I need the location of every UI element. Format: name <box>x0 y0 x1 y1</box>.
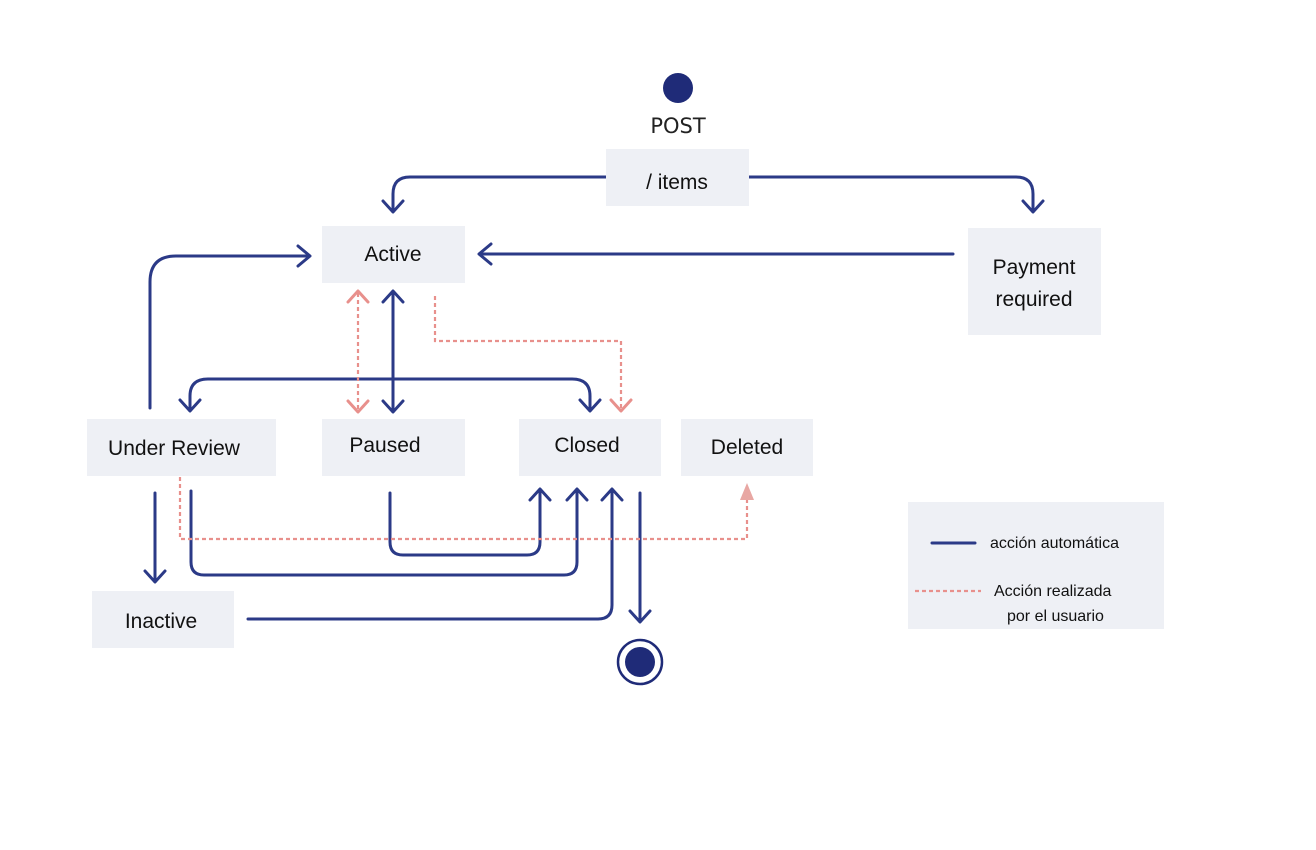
node-inactive: Inactive <box>92 591 234 648</box>
node-paused: Paused <box>322 419 465 476</box>
node-closed: Closed <box>519 419 661 476</box>
arrow-items-to-payment <box>747 175 1035 212</box>
node-deleted: Deleted <box>681 419 813 476</box>
arrowhead-items-to-active <box>381 199 405 214</box>
arrow-review-to-active <box>148 254 310 410</box>
dashed-arrowhead-deleted <box>740 483 754 500</box>
svg-text:Closed: Closed <box>554 434 619 457</box>
arrowhead-closed-to-end <box>628 609 652 624</box>
legend-automatic-label: acción automática <box>990 535 1119 552</box>
node-items: / items <box>606 149 749 206</box>
arrowhead-items-to-payment <box>1021 199 1045 214</box>
dashed-active-to-closed <box>433 296 623 408</box>
dashed-review-to-deleted <box>178 477 749 541</box>
dashed-arrowhead-down <box>346 399 370 414</box>
legend-user-label-line1: Acción realizada <box>994 583 1112 600</box>
dashed-arrowhead-closed <box>609 398 633 413</box>
svg-text:Deleted: Deleted <box>711 436 783 459</box>
arrow-review-to-closed-bottom <box>189 489 579 577</box>
node-under-review: Under Review <box>87 419 276 476</box>
arrow-inactive-to-closed <box>246 489 614 621</box>
svg-text:Active: Active <box>364 243 421 266</box>
arrowhead-active-paused-up <box>381 289 405 304</box>
arrowhead-review-to-closed-bottom <box>565 487 589 502</box>
svg-text:Payment: Payment <box>993 256 1076 279</box>
arrow-paused-to-closed <box>388 489 542 557</box>
arrowhead-review-closed-right <box>578 398 602 413</box>
arrow-review-closed-top <box>188 377 592 410</box>
arrowhead-inactive-to-closed <box>600 487 624 502</box>
start-node <box>663 73 693 103</box>
svg-text:/ items: / items <box>646 171 708 194</box>
arrow-items-to-active <box>391 175 608 212</box>
arrowhead-payment-to-active <box>477 242 493 266</box>
post-label: POST <box>650 114 706 138</box>
legend: acción automática Acción realizada por e… <box>908 502 1164 629</box>
arrowhead-review-to-active <box>296 244 312 268</box>
node-active: Active <box>322 226 465 283</box>
svg-text:Paused: Paused <box>349 434 420 457</box>
arrowhead-review-closed-left <box>178 398 202 413</box>
legend-user-label-line2: por el usuario <box>1007 608 1104 625</box>
arrowhead-paused-to-closed <box>528 487 552 502</box>
svg-text:Under Review: Under Review <box>108 437 241 460</box>
svg-text:Inactive: Inactive <box>125 610 197 633</box>
dashed-arrowhead-up <box>346 289 370 304</box>
arrowhead-active-paused-down <box>381 399 405 414</box>
end-node <box>616 638 664 686</box>
svg-text:required: required <box>995 288 1072 311</box>
node-payment-required: Payment required <box>968 228 1101 335</box>
arrowhead-review-to-inactive <box>143 569 167 584</box>
